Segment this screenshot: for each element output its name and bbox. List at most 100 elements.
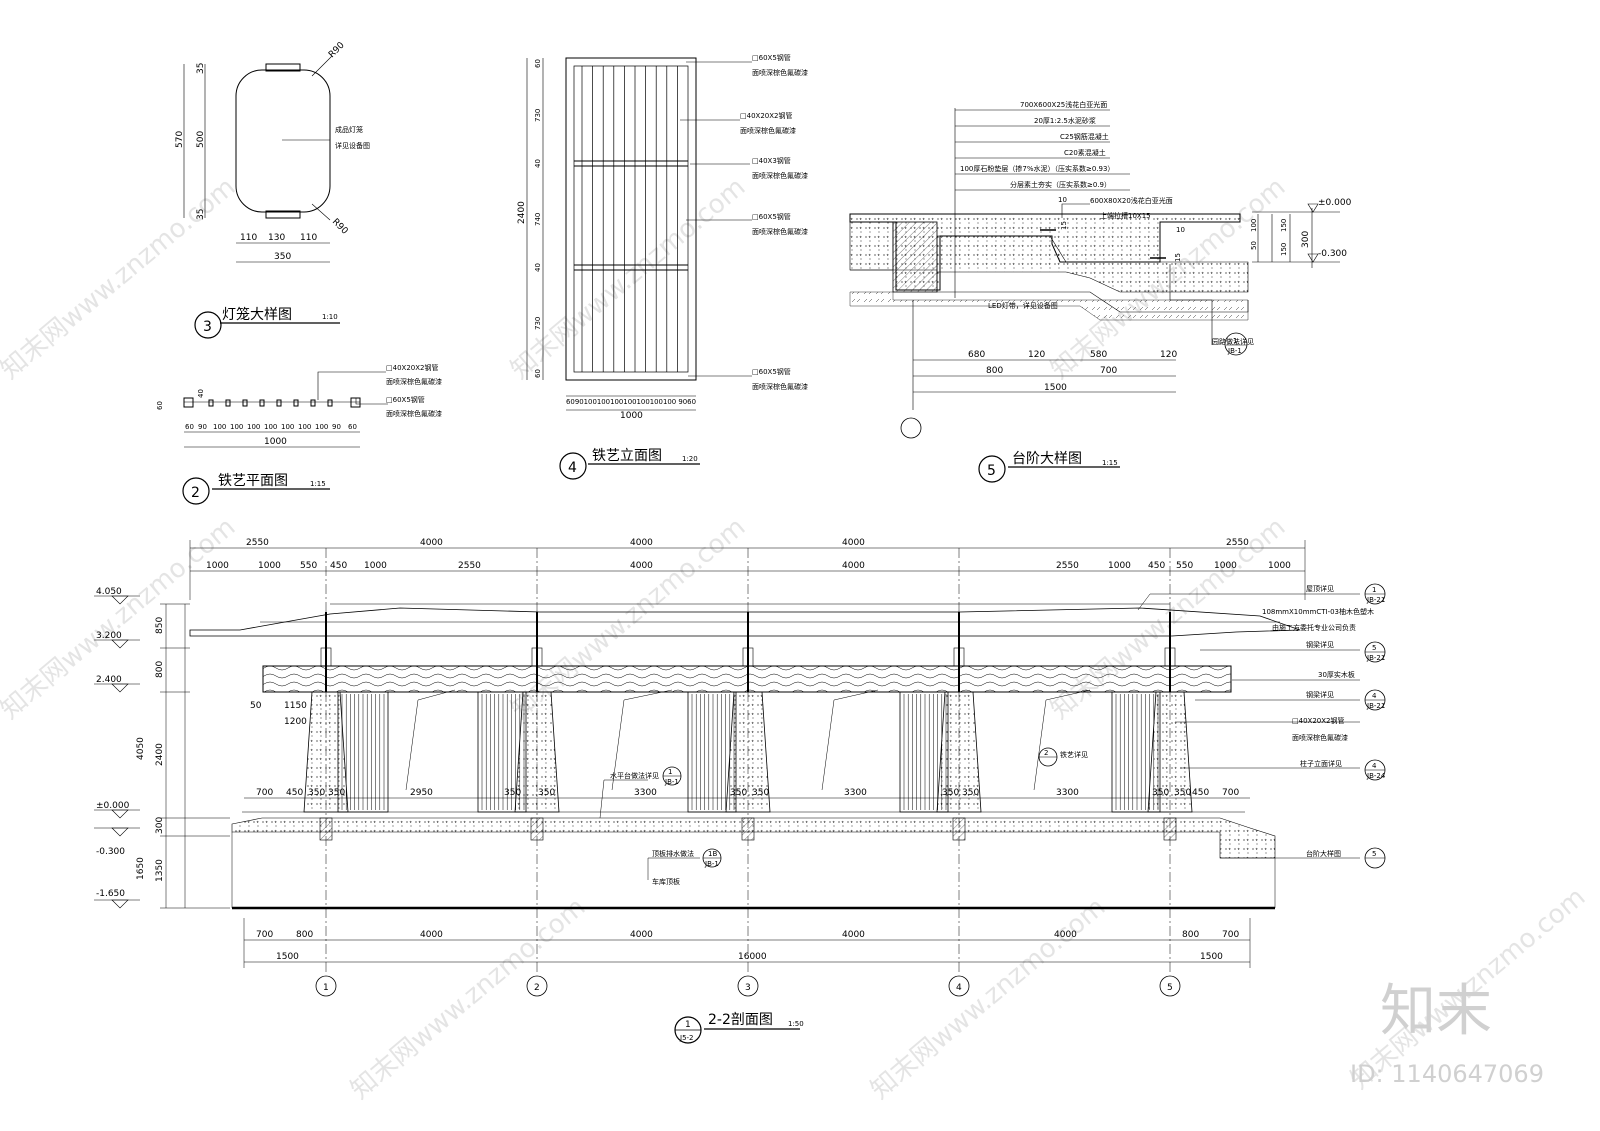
section-bays [303,612,1193,841]
detail-3-title: 3 灯笼大样图 1:10 [194,306,340,339]
watermark-text: 知末网www.znzmo.com [0,512,241,725]
detail-title: 2-2剖面图 [708,1012,773,1028]
dim: 4000 [630,538,653,548]
ref-bubble: 1JB-1 [662,766,682,786]
layer-note: 700X600X25浅花白亚光面 [1020,100,1107,109]
col-dim: 1200 [284,717,307,727]
layer-note: 100厚石粉垫层（掺7%水泥）（压实系数≥0.93） [960,164,1114,173]
note: 台阶大样图 [1306,849,1341,858]
dim-v: 150 [1280,243,1288,256]
ref-number: 1 [668,768,672,776]
dim: 1000 [1268,561,1291,571]
detail-scale: 1:15 [310,480,326,488]
dim: 100 [264,423,277,431]
dim-v: 500 [196,131,206,148]
lantern-note: 详见设备图 [335,141,370,150]
ref-sheet: JB-21 [1366,702,1385,710]
column [725,612,771,841]
dim-v: 60 [534,59,542,68]
detail-title: 铁艺立面图 [592,448,662,464]
dim-v: 1650 [136,857,146,880]
col-dim: 50 [250,701,262,711]
step-note: 600X80X20浅花白亚光面 [1090,196,1173,205]
dim-h: 680 [968,350,985,360]
dim-h: 110 [300,233,317,243]
elevation: ±0.000 [96,801,130,811]
iron-panel [899,691,949,813]
dim-v: 35 [196,209,206,220]
detail-5-title: 5 台阶大样图 1:15 [978,451,1120,483]
dim: 1500 [1200,952,1223,962]
iron-note: 铁艺详见 [1060,750,1088,759]
elevation: 3.200 [96,631,122,641]
ref-bubble: 5 [1364,847,1386,869]
note: 钢梁详见 [1306,640,1334,649]
layer-note: C20素混凝土 [1064,148,1106,157]
detail-2-iron-plan [183,371,388,448]
detail-4-title: 4 铁艺立面图 1:20 [559,448,700,480]
detail-4-labels: 2400 60 730 40 740 40 730 60 60901001001… [517,53,808,421]
ref-sheet: JB-1 [1227,347,1242,355]
small-dim: 15 [1060,221,1068,230]
note: 钢梁详见 [1306,690,1334,699]
dim: 800 [296,930,313,940]
ref-sheet: JB-1 [664,778,679,786]
dim-v: 730 [534,109,542,122]
elevation-marker [111,683,129,693]
grid-axis-bubble: 1 [315,975,337,997]
dim: 4000 [1054,930,1077,940]
note: 面喷深棕色氟碳漆 [752,227,808,236]
step-note: 上端拉槽10X15 [1100,211,1151,220]
note: □60X5钢管 [752,212,791,221]
note: 面喷深棕色氟碳漆 [752,382,808,391]
watermark-brand: 知末 [1380,979,1492,1044]
axis-label: 1 [323,983,329,993]
detail-sheet: J5-2 [679,1034,694,1042]
dim-total: 1000 [620,411,643,421]
dim-v: 35 [196,63,206,74]
detail-5-step [849,108,1340,439]
elevation: ±0.000 [1318,198,1352,208]
dim: 1000 [1108,561,1131,571]
dim: 2950 [410,788,433,798]
dim: 2550 [246,538,269,548]
column [936,612,982,841]
column [1147,612,1193,841]
dim: 350 [942,788,959,798]
ref-number: 5 [1372,644,1376,652]
dim: 60 [348,423,357,431]
ref-bubble: 4JB-24 [1364,759,1386,781]
axis-label: 3 [745,983,751,993]
elevation: 4.050 [96,587,122,597]
dim: 350 [752,788,769,798]
dim-v: 4050 [136,737,146,760]
dim: 100 [281,423,294,431]
balusters [581,66,678,372]
detail-3-labels: R90 R90 成品灯笼 详见设备图 570 35 500 35 110 130… [175,40,370,262]
layer-note: 20厚1:2.5水泥砂浆 [1034,116,1096,125]
grid-axis-bubble: 5 [1159,975,1181,997]
detail-scale: 1:10 [322,313,338,321]
note: 面喷深棕色氟碳漆 [740,126,796,135]
light-leader [821,689,879,791]
elevation: -0.300 [96,847,125,857]
note: □60X5钢管 [752,367,791,376]
dim: 90 [198,423,207,431]
dim-v: 740 [534,213,542,226]
note: 柱子立面详见 [1300,759,1342,768]
elevation-marker [1307,203,1319,213]
dim-v: 60 [534,369,542,378]
note: □60X5钢管 [386,395,425,404]
dim-v: 300 [155,817,165,834]
note: 面喷深棕色氟碳漆 [752,171,808,180]
elevation: -0.300 [1318,249,1347,259]
note: 面喷深棕色氟碳漆 [386,409,442,418]
dim-total: 1000 [264,437,287,447]
dim-total: 350 [274,252,291,262]
detail-title: 灯笼大样图 [222,306,292,323]
dim-v: 2400 [155,743,165,766]
dim-v-total: 570 [175,131,185,148]
dim: 4000 [630,930,653,940]
ref-number: 4 [1372,692,1377,700]
